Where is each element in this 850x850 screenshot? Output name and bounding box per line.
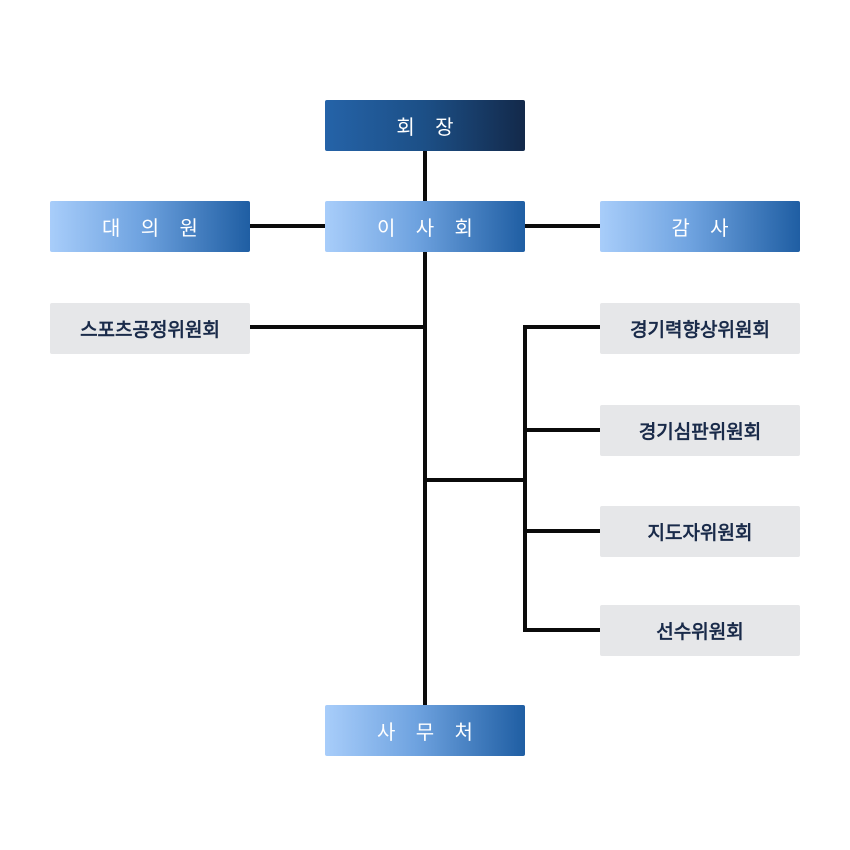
connector-fair-committee [249,325,427,329]
auditor-label: 감 사 [671,216,736,240]
connector-committee-2 [523,428,601,432]
secretariat-box: 사 무 처 [325,705,525,756]
connector-chairman-board [423,150,427,202]
committee-label: 지도자위원회 [647,522,753,544]
delegates-label: 대 의 원 [102,216,205,240]
committee-label: 스포츠공정위원회 [80,319,220,341]
connector-committee-4 [523,628,601,632]
connector-committee-1 [523,325,601,329]
committee-label: 경기심판위원회 [638,421,762,443]
committee-box-coach: 지도자위원회 [600,506,800,557]
committee-box-referee: 경기심판위원회 [600,405,800,456]
connector-trunk-branch [423,478,527,482]
committee-box-performance: 경기력향상위원회 [600,303,800,354]
secretariat-label: 사 무 처 [377,720,480,744]
connector-delegates-board [249,224,326,228]
committee-box-athlete: 선수위원회 [600,605,800,656]
connector-committee-3 [523,529,601,533]
auditor-box: 감 사 [600,201,800,252]
committee-box-sports-fairness: 스포츠공정위원회 [50,303,250,354]
committee-label: 경기력향상위원회 [630,319,770,341]
board-label: 이 사 회 [377,216,480,240]
connector-board-auditor [524,224,601,228]
connector-branch-vertical [523,325,527,632]
committee-label: 선수위원회 [656,621,744,643]
delegates-box: 대 의 원 [50,201,250,252]
chairman-label: 회 장 [396,115,461,139]
chairman-box: 회 장 [325,100,525,151]
board-box: 이 사 회 [325,201,525,252]
